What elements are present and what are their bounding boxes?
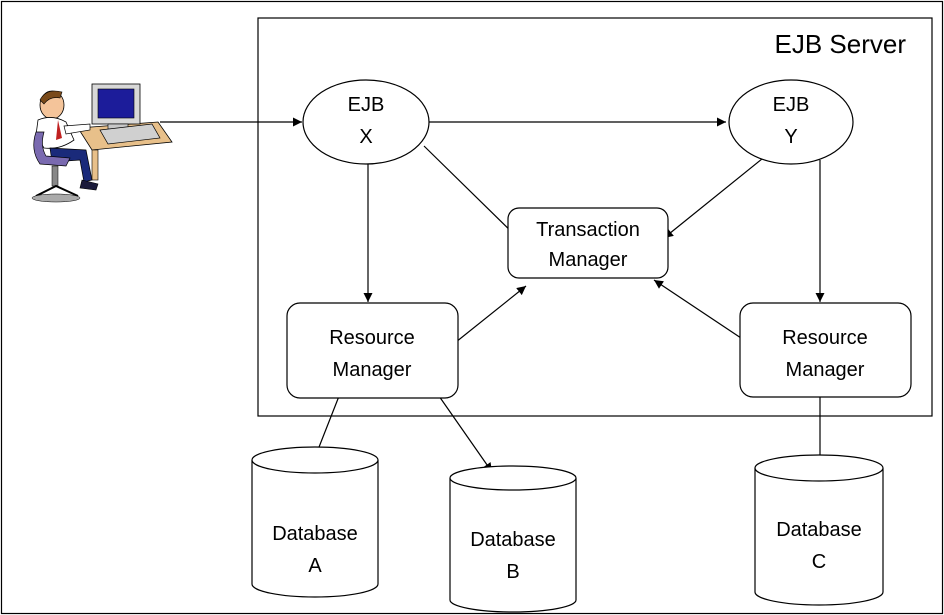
- database-c-label-line2: C: [812, 551, 826, 573]
- database-c-label-line1: Database: [776, 519, 862, 541]
- edge-transaction-manager-resource-manager-left: [445, 285, 527, 351]
- transaction-manager-label-line1: Transaction: [536, 219, 640, 241]
- edge-transaction-manager-resource-manager-right: [653, 279, 757, 349]
- transaction-manager-label-line2: Manager: [549, 249, 628, 271]
- edge-ejb-y-to-transaction-manager: [663, 145, 779, 239]
- ejb-x-label-line1: EJB: [348, 94, 385, 116]
- ejb-y-node: EJB Y: [728, 79, 854, 165]
- ejb-x-node: EJB X: [302, 79, 430, 165]
- user-at-computer-icon: [31, 83, 173, 203]
- ejb-y-label-line1: EJB: [773, 94, 810, 116]
- ejb-server-boundary: [257, 17, 933, 417]
- database-a-label-line1: Database: [272, 523, 358, 545]
- resource-manager-right-label-line1: Resource: [782, 327, 868, 349]
- database-b-cylinder: Database B: [449, 465, 577, 613]
- ejb-x-label-line2: X: [359, 126, 372, 148]
- resource-manager-right-label-line2: Manager: [786, 359, 865, 381]
- database-c-cylinder: Database C: [754, 454, 884, 606]
- resource-manager-left-label-line2: Manager: [333, 359, 412, 381]
- resource-manager-right-node: Resource Manager: [739, 302, 912, 398]
- edge-ejb-x-to-transaction-manager: [423, 145, 521, 241]
- database-b-label-line1: Database: [470, 529, 556, 551]
- edge-resource-manager-left-to-database-b: [431, 385, 493, 473]
- database-a-cylinder: Database A: [251, 446, 379, 598]
- transaction-manager-node: Transaction Manager: [507, 207, 669, 279]
- ejb-y-label-line2: Y: [784, 126, 797, 148]
- ejb-server-title: EJB Server: [775, 29, 907, 59]
- database-a-label-line2: A: [308, 555, 322, 577]
- resource-manager-left-label-line1: Resource: [329, 327, 415, 349]
- database-b-label-line2: B: [506, 561, 519, 583]
- resource-manager-left-node: Resource Manager: [286, 302, 459, 399]
